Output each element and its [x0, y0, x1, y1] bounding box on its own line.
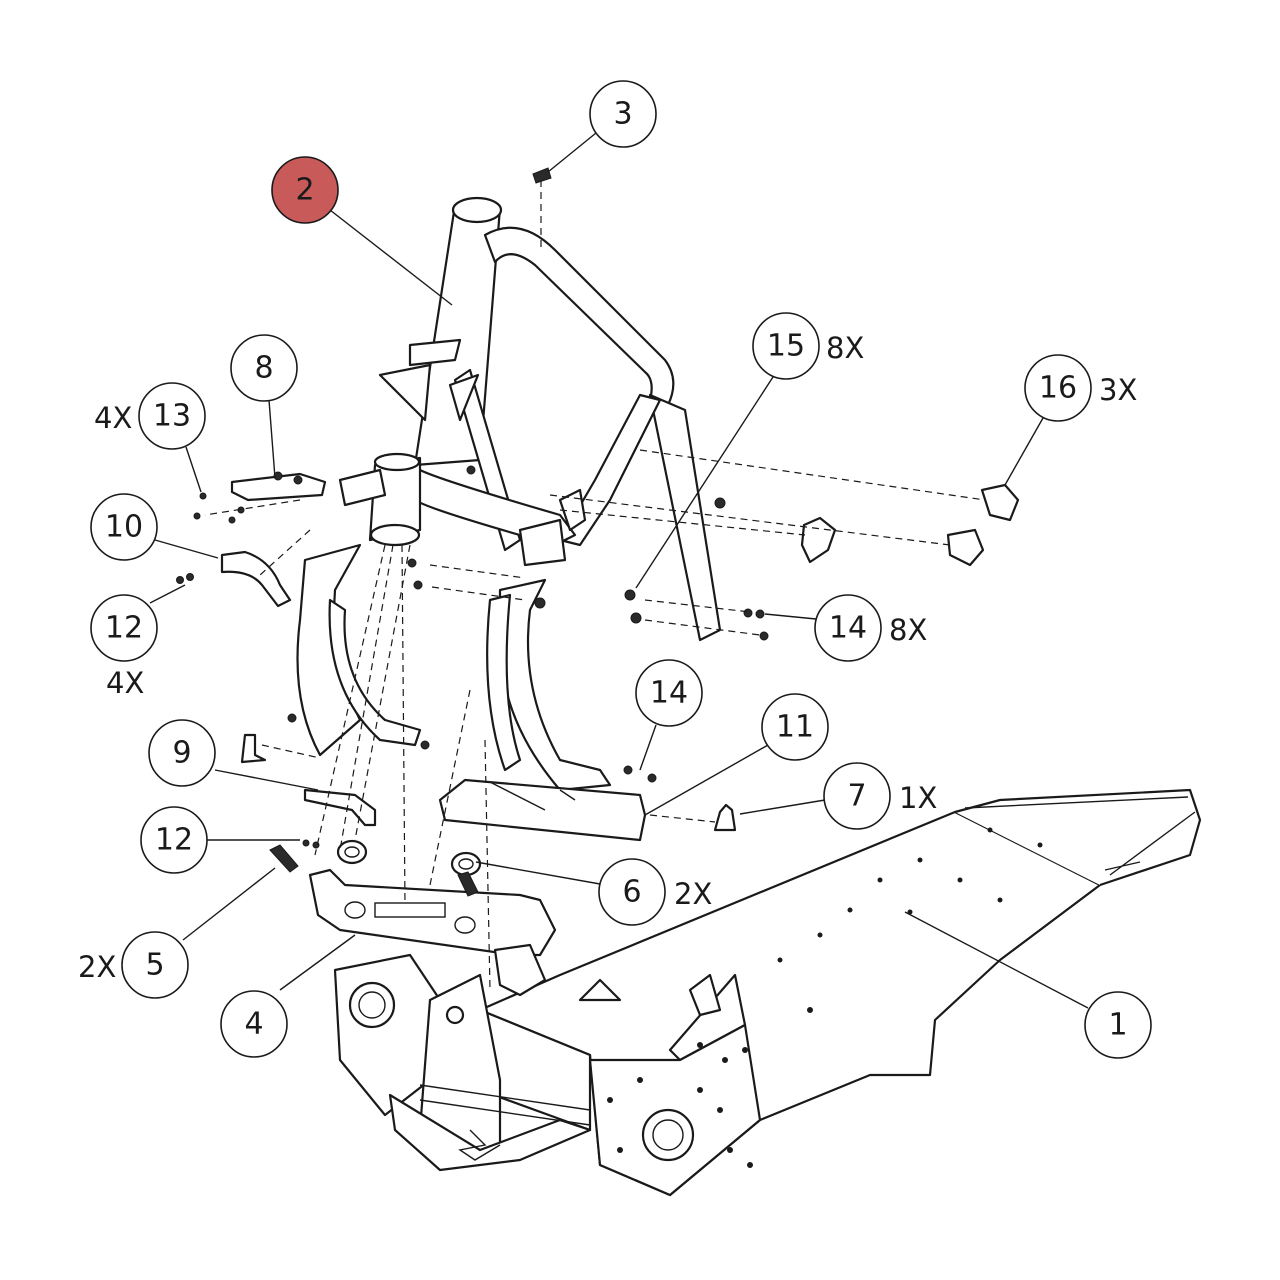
- part-chassis-tray: [333, 788, 1202, 1197]
- callout-3: 3: [589, 80, 657, 148]
- callout-14-center: 14: [635, 659, 703, 727]
- svg-text:7: 7: [847, 779, 866, 814]
- callout-6: 6 2X: [598, 858, 712, 926]
- quantity-label: 8X: [889, 613, 927, 647]
- leader-lines: [149, 132, 1089, 1009]
- svg-text:8: 8: [254, 351, 273, 386]
- quantity-label: 1X: [899, 781, 937, 815]
- svg-text:4: 4: [244, 1007, 263, 1042]
- assembly-lines: [204, 180, 986, 991]
- svg-text:14: 14: [650, 676, 688, 711]
- part-upper-link: [220, 550, 292, 608]
- svg-text:2: 2: [295, 173, 314, 208]
- callout-4: 4: [220, 990, 288, 1058]
- callout-15: 15 8X: [752, 312, 864, 380]
- callout-1: 1: [1084, 991, 1152, 1059]
- quantity-label: 3X: [1099, 373, 1137, 407]
- callout-11: 11: [761, 693, 829, 761]
- quantity-label: 4X: [94, 401, 132, 435]
- svg-text:13: 13: [153, 399, 191, 434]
- callout-12-lower: 12: [140, 806, 208, 874]
- part-bushings: [336, 839, 482, 897]
- chassis-holes: [607, 827, 1043, 1168]
- part-cross-member: [308, 868, 557, 997]
- svg-text:9: 9: [172, 736, 191, 771]
- svg-text:14: 14: [829, 611, 867, 646]
- svg-text:10: 10: [105, 510, 143, 545]
- svg-text:6: 6: [622, 875, 641, 910]
- fasteners: [176, 465, 769, 849]
- callout-8: 8: [230, 334, 298, 402]
- part-plate: [438, 778, 647, 842]
- svg-text:5: 5: [145, 948, 164, 983]
- part-lower-link: [240, 733, 377, 827]
- svg-text:16: 16: [1039, 371, 1077, 406]
- svg-text:12: 12: [155, 823, 193, 858]
- svg-text:1: 1: [1108, 1008, 1127, 1043]
- svg-text:3: 3: [613, 97, 632, 132]
- part-clamps: [800, 483, 1020, 567]
- quantity-label: 2X: [674, 877, 712, 911]
- svg-text:11: 11: [776, 710, 814, 745]
- part-pin: [532, 167, 552, 184]
- callout-balloons: 1 2 3 4 5 2X 6 2X 7 1X: [78, 80, 1152, 1059]
- callout-7: 7 1X: [823, 762, 937, 830]
- part-stud: [269, 844, 299, 873]
- callout-16: 16 3X: [1024, 354, 1137, 422]
- quantity-label: 8X: [826, 331, 864, 365]
- callout-14-right: 14 8X: [814, 594, 927, 662]
- callout-12-upper: 12 4X: [90, 594, 158, 700]
- part-upper-frame: [296, 196, 722, 792]
- callout-9: 9: [148, 719, 216, 787]
- callout-2: 2: [271, 156, 339, 224]
- quantity-label: 2X: [78, 950, 116, 984]
- part-small-bracket: [713, 803, 737, 832]
- callout-10: 10: [90, 493, 158, 561]
- callout-5: 5 2X: [78, 931, 189, 999]
- svg-text:12: 12: [105, 611, 143, 646]
- svg-text:15: 15: [767, 329, 805, 364]
- callout-13: 13 4X: [94, 382, 206, 450]
- quantity-label: 4X: [106, 666, 144, 700]
- part-top-bracket: [230, 471, 327, 502]
